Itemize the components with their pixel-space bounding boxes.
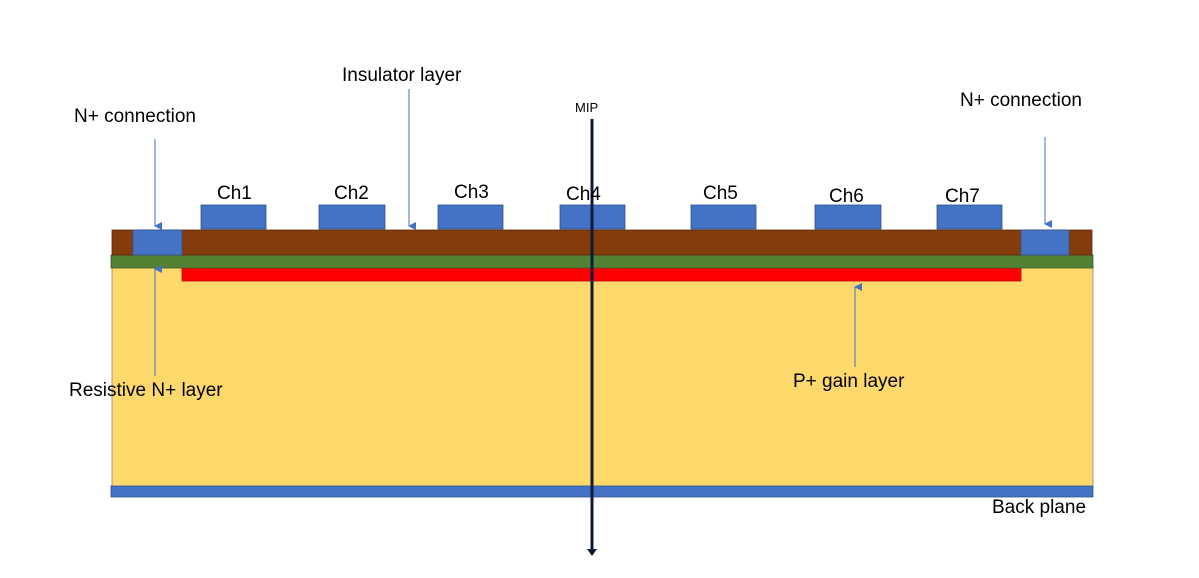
insulator-layer-label: Insulator layer [342, 65, 462, 86]
back-plane-label: Back plane [992, 497, 1087, 518]
n-plus-connection-right-label: N+ connection [960, 90, 1082, 111]
p-plus-gain-layer [181, 267, 1022, 282]
channel-label-4: Ch4 [566, 184, 601, 205]
back-plane [110, 485, 1094, 498]
channel-pad-7 [936, 204, 1003, 230]
resistive-n-plus-layer [110, 254, 1094, 269]
n-plus-connection-right-pad [1020, 229, 1070, 256]
channel-label-7: Ch7 [945, 186, 980, 207]
resistive-n-plus-layer-label: Resistive N+ layer [69, 380, 223, 401]
mip-arrowhead [587, 549, 597, 556]
mip-label: MIP [575, 100, 599, 115]
n-plus-connection-left-label: N+ connection [74, 106, 196, 127]
channel-pad-6 [814, 204, 882, 230]
channel-pad-2 [318, 204, 386, 230]
channel-label-1: Ch1 [217, 183, 252, 204]
insulator-layer [111, 229, 1093, 256]
channel-label-3: Ch3 [454, 182, 489, 203]
channel-pad-5 [690, 204, 757, 230]
channel-label-2: Ch2 [334, 183, 369, 204]
bulk-substrate [111, 265, 1094, 488]
channel-label-6: Ch6 [829, 186, 864, 207]
channel-label-5: Ch5 [703, 183, 738, 204]
n-plus-connection-left-pad [132, 229, 183, 256]
channel-pad-1 [200, 204, 267, 230]
channel-pad-3 [437, 204, 504, 230]
p-plus-gain-layer-label: P+ gain layer [793, 371, 905, 392]
